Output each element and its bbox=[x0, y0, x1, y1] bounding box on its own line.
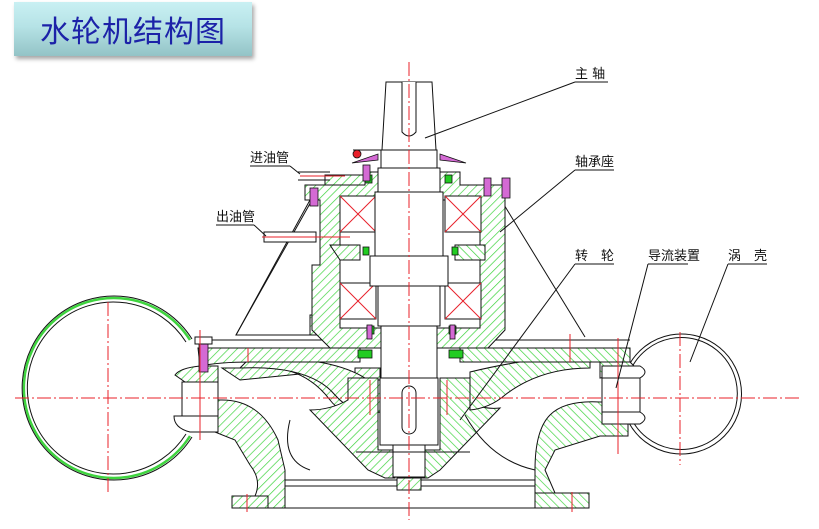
label-main-shaft: 主 轴 bbox=[575, 67, 605, 82]
label-guide-device: 导流装置 bbox=[648, 249, 700, 264]
label-oil-outlet-pipe: 出油管 bbox=[216, 210, 255, 225]
label-bearing-seat: 轴承座 bbox=[575, 155, 614, 170]
center-lines bbox=[15, 62, 800, 520]
title-banner: 水轮机结构图 bbox=[14, 2, 252, 56]
leader-lines bbox=[216, 81, 767, 421]
volute-left bbox=[21, 295, 193, 481]
lower-casing-right bbox=[287, 401, 629, 494]
page-title: 水轮机结构图 bbox=[40, 15, 226, 50]
oil-pipes bbox=[262, 171, 350, 243]
volute-right bbox=[628, 333, 743, 455]
label-oil-inlet-pipe: 进油管 bbox=[250, 151, 289, 166]
bearing-housing bbox=[194, 164, 511, 373]
label-volute: 涡 壳 bbox=[728, 249, 767, 264]
label-runner: 转 轮 bbox=[575, 249, 614, 264]
